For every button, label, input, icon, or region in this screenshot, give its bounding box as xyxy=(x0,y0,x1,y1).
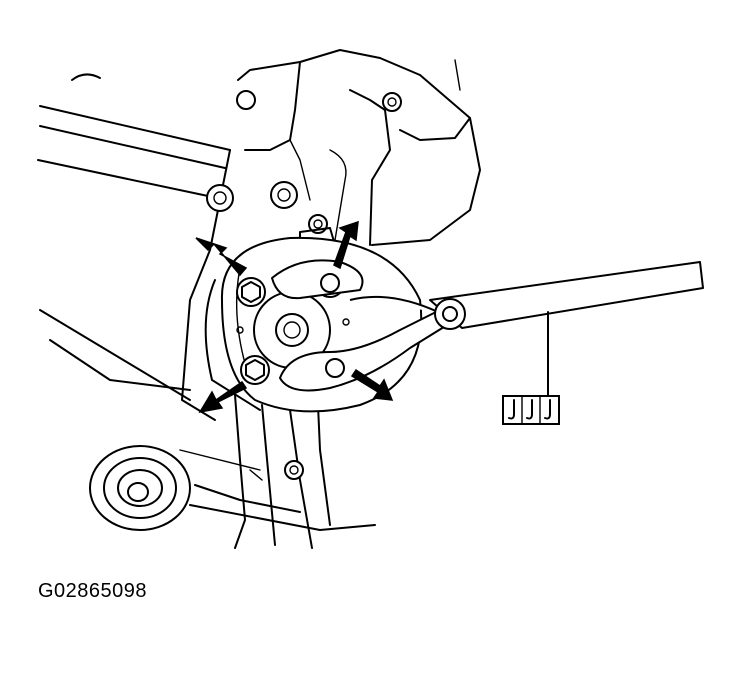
bolt-lower-left xyxy=(240,355,270,385)
strut-bolt-upper xyxy=(206,184,234,212)
lower-arm-bolt xyxy=(284,460,304,480)
callout-arrows xyxy=(195,220,394,414)
suspension-frame-lines xyxy=(37,73,376,531)
arrow-upper-left-bolt xyxy=(195,237,248,277)
sst-hook-tool-icon xyxy=(502,395,560,425)
bolt-upper-left xyxy=(236,277,266,307)
lower-bushing xyxy=(89,445,191,531)
arrow-upper-right-bolt xyxy=(333,220,359,270)
upper-bolt-right xyxy=(382,92,402,112)
upper-bolt-left xyxy=(236,90,256,110)
arrow-lower-right-bolt xyxy=(350,368,394,401)
arrow-lower-left-bolt xyxy=(198,380,248,414)
holding-wrench-tool xyxy=(271,259,704,399)
strut-bolt-lower xyxy=(270,181,298,209)
figure-id-label: G02865098 xyxy=(38,580,148,602)
lower-knuckle-arm xyxy=(234,394,331,549)
